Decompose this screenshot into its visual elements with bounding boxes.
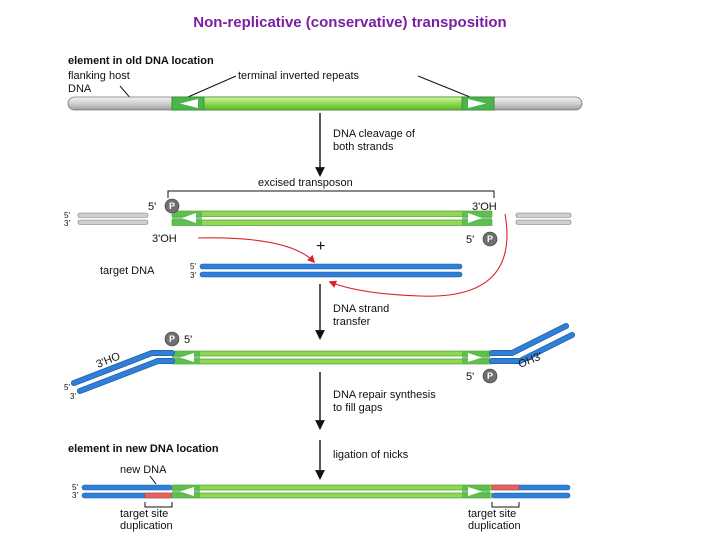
p-left-five-prime: 5' — [148, 201, 156, 213]
phosphate-top-left-label: P — [169, 334, 175, 344]
step2-label-b: transfer — [333, 316, 371, 328]
label-flanking-dna: DNA — [68, 83, 92, 95]
left-five-prime: 5' — [64, 211, 70, 220]
phosphate-bottom-right-label: P — [487, 371, 493, 381]
excised-bracket — [167, 190, 495, 198]
page-title: Non-replicative (conservative) transposi… — [193, 14, 507, 31]
arm-left-three-prime: 3' — [70, 392, 76, 401]
tsd-right-a: target site — [468, 508, 516, 520]
step2-label-a: DNA strand — [333, 303, 389, 315]
new-dna-segment-right — [491, 484, 520, 491]
phosphate-top-left: P — [164, 331, 180, 347]
tsd-bracket-right — [491, 502, 520, 508]
step1-label-b: both strands — [333, 141, 394, 153]
new-dna-segment-left — [144, 492, 173, 499]
tir-leader-right — [417, 75, 471, 98]
red-arrow-left — [197, 237, 316, 264]
target-arm-right — [489, 323, 575, 364]
plus-sign: + — [316, 238, 325, 255]
label-flanking-host: flanking host — [68, 70, 130, 82]
transfer-five-prime-bottom: 5' — [466, 371, 474, 383]
step3-label-b: to fill gaps — [333, 402, 383, 414]
oh-right-top: 3'OH — [472, 201, 497, 213]
phosphate-bottom-right: P — [482, 368, 498, 384]
red-arrow-right — [328, 213, 508, 297]
oh-left-bottom: 3'OH — [152, 233, 177, 245]
label-old-location: element in old DNA location — [68, 55, 214, 67]
tsd-left-b: duplication — [120, 520, 173, 532]
left-three-prime: 3' — [64, 219, 70, 228]
label-oh-3: OH3' — [517, 350, 544, 370]
target-arm-left — [71, 350, 175, 394]
step1-label-a: DNA cleavage of — [333, 128, 416, 140]
final-three-prime: 3' — [72, 491, 78, 500]
transferred-transposon-strands — [171, 350, 493, 365]
tsd-bracket-left — [144, 502, 173, 508]
transfer-five-prime-top: 5' — [184, 334, 192, 346]
p-right-five-prime: 5' — [466, 234, 474, 246]
target-dna-strands — [199, 263, 463, 278]
host-dna-tube — [67, 96, 583, 111]
tir-left-arrowhead — [180, 99, 198, 108]
new-dna-leader — [149, 475, 157, 485]
arm-left-five-prime: 5' — [64, 383, 70, 392]
tsd-right-b: duplication — [468, 520, 521, 532]
step3-label-a: DNA repair synthesis — [333, 389, 436, 401]
phosphate-right: P — [482, 231, 498, 247]
label-target-dna: target DNA — [100, 265, 155, 277]
phosphate-left-label: P — [169, 201, 175, 211]
target-three-prime: 3' — [190, 271, 196, 280]
excised-transposon-strands — [171, 210, 493, 226]
phosphate-right-label: P — [487, 234, 493, 244]
label-excised-transposon: excised transposon — [258, 177, 353, 189]
final-five-prime: 5' — [72, 483, 78, 492]
step4-label: ligation of nicks — [333, 449, 409, 461]
left-host-ends — [77, 212, 149, 225]
label-terminal-inverted-repeats: terminal inverted repeats — [238, 70, 360, 82]
tir-right-arrowhead — [468, 99, 486, 108]
phosphate-left: P — [164, 198, 180, 214]
label-new-dna: new DNA — [120, 464, 167, 476]
target-five-prime: 5' — [190, 262, 196, 271]
label-new-location: element in new DNA location — [68, 443, 219, 455]
final-dna-strands — [81, 484, 571, 499]
tir-leader-left — [187, 75, 237, 98]
right-host-ends — [515, 212, 572, 225]
tsd-left-a: target site — [120, 508, 168, 520]
